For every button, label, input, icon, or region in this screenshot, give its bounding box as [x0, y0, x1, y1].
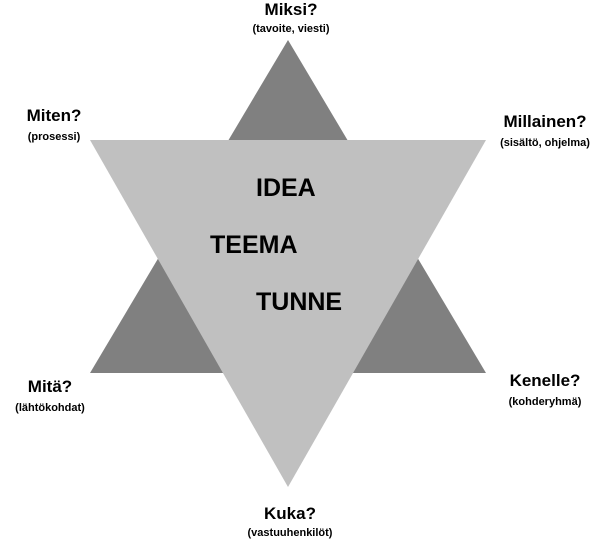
- question-kuka: Kuka?: [264, 504, 316, 523]
- center-word-tunne: TUNNE: [256, 288, 343, 316]
- question-mita: Mitä?: [27, 377, 73, 396]
- question-millainen: Millainen?: [503, 112, 587, 131]
- detail-kenelle: (kohderyhmä): [508, 396, 582, 408]
- label-lower-left-mita: Mitä? (lähtökohdat): [0, 377, 100, 415]
- question-miten: Miten?: [26, 106, 82, 125]
- label-bottom-kuka: Kuka? (vastuuhenkilöt): [220, 504, 360, 540]
- label-top-miksi: Miksi? (tavoite, viesti): [221, 0, 361, 36]
- downward-triangle: [90, 140, 486, 487]
- detail-millainen: (sisältö, ohjelma): [500, 137, 590, 149]
- label-lower-right-kenelle: Kenelle? (kohderyhmä): [485, 371, 605, 409]
- detail-kuka: (vastuuhenkilöt): [247, 527, 333, 539]
- question-kenelle: Kenelle?: [509, 371, 581, 390]
- center-word-teema: TEEMA: [210, 231, 298, 259]
- question-miksi: Miksi?: [264, 0, 318, 19]
- label-upper-right-millainen: Millainen? (sisältö, ohjelma): [480, 112, 609, 150]
- detail-miten: (prosessi): [27, 131, 81, 143]
- detail-mita: (lähtökohdat): [15, 402, 85, 414]
- center-word-idea: IDEA: [256, 174, 316, 202]
- label-upper-left-miten: Miten? (prosessi): [4, 106, 104, 144]
- detail-miksi: (tavoite, viesti): [252, 23, 330, 35]
